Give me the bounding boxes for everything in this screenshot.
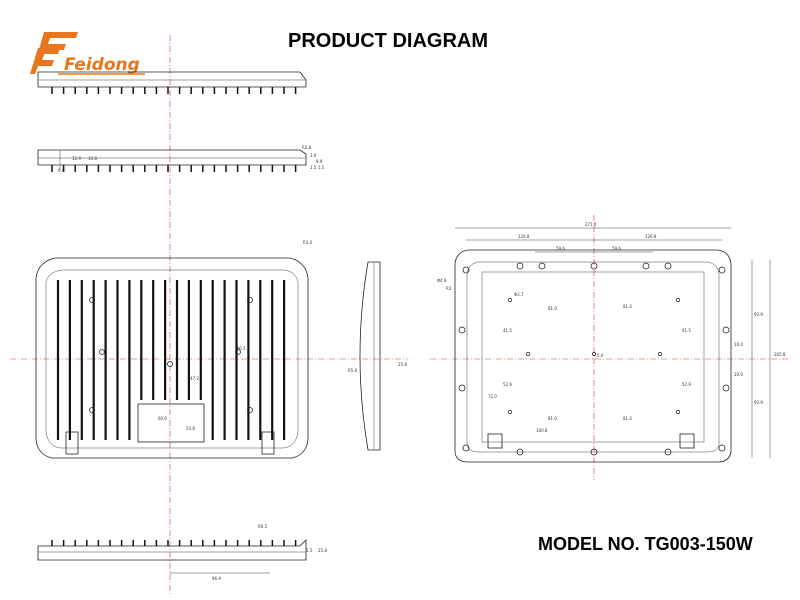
dim-side-small1: 10.0 [734, 342, 743, 347]
dim-corner-r: R3 [446, 286, 452, 291]
mounting-hole [722, 326, 730, 334]
dim-front-v: 47.2 [190, 376, 199, 381]
mounting-hole [590, 262, 598, 270]
screw-hole [592, 352, 596, 356]
mounting-hole [590, 448, 598, 456]
dim-bottom-h2: 25.8 [318, 548, 327, 553]
section-fins [51, 165, 297, 172]
screw-hole [508, 298, 512, 302]
dim-mid-v1: 41.5 [503, 328, 512, 333]
screw-hole [526, 352, 530, 356]
dim-bottom-len: 96.9 [212, 576, 221, 581]
dim-top-v1: 3.9 [310, 153, 317, 158]
back-view: 271.0 126.8 126.8 59.6 59.6 81.0 81.0 81… [437, 222, 786, 463]
mounting-hole [718, 444, 726, 452]
mounting-hole [664, 262, 672, 270]
mounting-hole [516, 448, 524, 456]
logo-text: Feidong [64, 55, 140, 75]
dim-hole-spacing-top: 81.0 [548, 306, 557, 311]
side-profile-view: R5.6 15.8 [348, 261, 407, 451]
mounting-hole [718, 266, 726, 274]
dim-bottom-r: R0.5 [258, 524, 268, 529]
screw-hole [676, 410, 680, 414]
dim-hole-dia: Φ3.7 [514, 292, 524, 297]
mounting-hole [458, 326, 466, 334]
dim-mid-v2: 41.5 [682, 328, 691, 333]
screw-hole [508, 410, 512, 414]
mounting-hole [462, 444, 470, 452]
back-holes [458, 262, 730, 456]
dim-front-radius: R3.0 [303, 240, 313, 245]
dim-top-v3: 1.5 [310, 165, 317, 170]
top-side-view [37, 71, 307, 94]
label-plate [137, 403, 205, 443]
dim-lower-v1: 52.9 [503, 382, 512, 387]
mounting-hole [458, 384, 466, 392]
dim-side-small2: 10.0 [734, 372, 743, 377]
dim-top-h1: 6.9 [58, 168, 65, 173]
dim-inner-l: 59.6 [556, 246, 565, 251]
screw-hole [658, 352, 662, 356]
mounting-hole [462, 266, 470, 274]
mounting-hole [538, 262, 546, 270]
mounting-hole [664, 448, 672, 456]
dim-right-h2: 92.9 [754, 400, 763, 405]
section-view: 6.9 12.9 10.8 R2.8 3.9 9.9 1.5 1.5 [37, 145, 325, 173]
dim-hole-spacing-bottom: 81.0 [548, 416, 557, 421]
dim-total-width: 271.0 [585, 222, 597, 227]
dim-top-v4: 1.5 [318, 165, 325, 170]
logo-f-mark [30, 32, 78, 74]
top-fins [51, 87, 297, 94]
mounting-hole [722, 384, 730, 392]
mounting-hole [516, 262, 524, 270]
dim-top-h3: 10.8 [88, 156, 97, 161]
mounting-hole [642, 262, 650, 270]
front-fins [56, 280, 286, 440]
dim-top-h2: 12.9 [72, 156, 81, 161]
bottom-fins [51, 540, 297, 546]
dim-half-width-r: 126.8 [645, 234, 657, 239]
dim-lower-v3: 72.0 [488, 394, 497, 399]
screw-hole [676, 298, 680, 302]
dim-front-dia: Φ6.5 [236, 346, 246, 351]
dim-corner-hole: Φ4.8 [437, 278, 447, 283]
dim-top-r: R2.8 [302, 145, 312, 150]
dim-bottom-span: 100.8 [536, 428, 548, 433]
dim-center-mark: 5.0 [597, 353, 604, 358]
feidong-logo: Feidong [30, 32, 145, 75]
dim-total-height: 205.8 [774, 352, 786, 357]
dim-bottom-h1: 5.5 [306, 548, 313, 553]
dim-top-v2: 9.9 [316, 159, 323, 164]
dim-front-label-w: 60.6 [158, 416, 167, 421]
dim-hole-spacing-top-r: 81.0 [623, 304, 632, 309]
dim-hole-spacing-bottom-r: 81.0 [623, 416, 632, 421]
dim-lower-v2: 52.9 [682, 382, 691, 387]
dim-front-label-h: 23.8 [186, 426, 195, 431]
dim-right-h1: 92.9 [754, 312, 763, 317]
dim-inner-r: 59.6 [612, 246, 621, 251]
page-title: PRODUCT DIAGRAM [288, 30, 488, 52]
model-number: MODEL NO. TG003-150W [538, 534, 753, 554]
bottom-side-view: 96.9 5.5 25.8 R0.5 [37, 524, 327, 581]
dim-side-r: R5.6 [348, 368, 358, 373]
front-view: R3.0 Φ6.5 60.6 23.8 47.2 [35, 240, 313, 459]
dim-half-width-l: 126.8 [518, 234, 530, 239]
dim-side-h: 15.8 [398, 362, 407, 367]
